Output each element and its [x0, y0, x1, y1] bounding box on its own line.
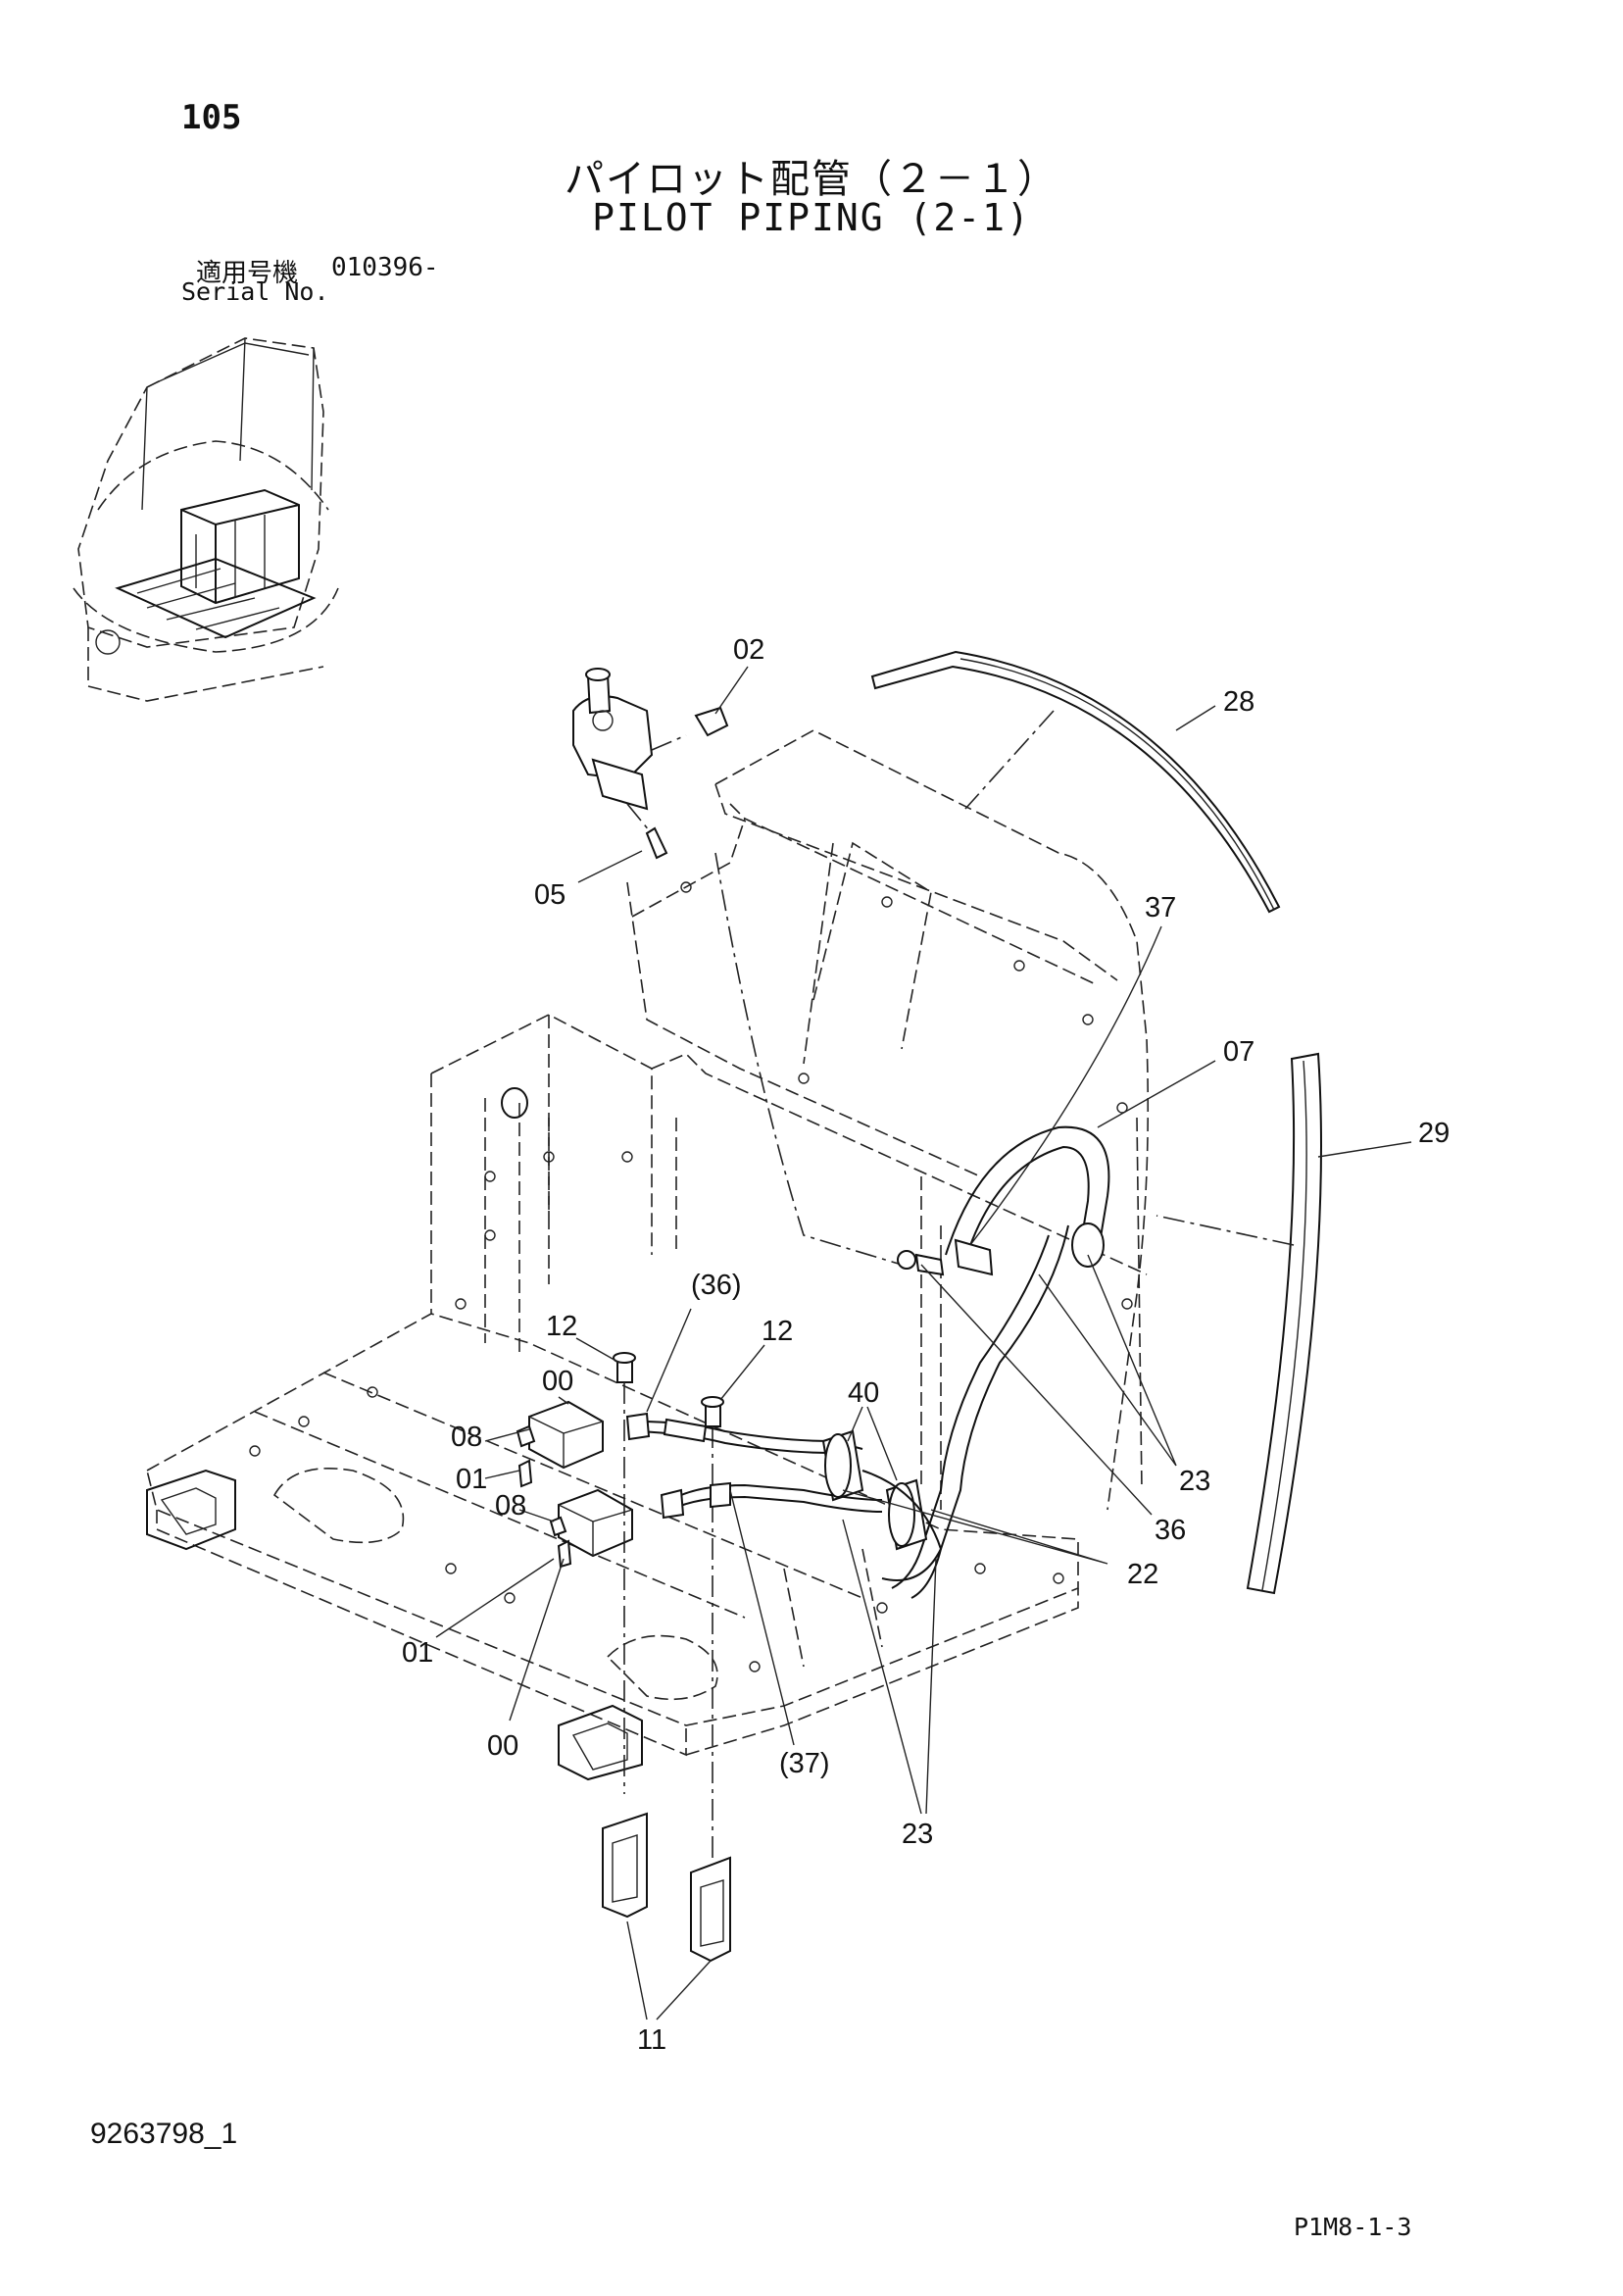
callout-40: 40: [848, 1377, 879, 1409]
main-frame-outline: [146, 729, 1150, 1781]
part-28-seal: [870, 650, 1281, 914]
serial-label-japanese: 適用号機: [196, 259, 299, 288]
callout-08-upper: 08: [451, 1422, 482, 1453]
document-number: 9263798_1: [90, 2118, 238, 2150]
callout-11: 11: [637, 2024, 666, 2056]
pilot-valve-assembly: [572, 668, 903, 1266]
inset-cab-overview: [73, 337, 339, 702]
callout-12-right: 12: [762, 1316, 793, 1347]
callout-23-right: 23: [1179, 1466, 1210, 1497]
callout-12-left: 12: [546, 1311, 577, 1342]
callout-00-lower: 00: [487, 1730, 518, 1762]
callout-01-lower: 01: [402, 1637, 433, 1669]
callout-01-upper: 01: [456, 1464, 487, 1495]
callout-37-ref: (37): [779, 1748, 830, 1779]
part-11-brackets: [602, 1812, 731, 1963]
callout-02: 02: [733, 634, 764, 666]
page-number: 105: [181, 98, 242, 137]
sheet-code: P1M8-1-3: [1294, 2213, 1412, 2241]
title-japanese: パイロット配管（２－１）: [565, 157, 1058, 202]
callout-37: 37: [1145, 892, 1176, 923]
serial-value: 010396-: [331, 253, 439, 282]
callout-labels: 02 28 05 37 07 29 (36) 12 12 00 40 08 01…: [402, 634, 1450, 2056]
callout-36-ref: (36): [691, 1270, 742, 1301]
pressure-switches: [516, 1352, 724, 1863]
callout-22: 22: [1127, 1559, 1158, 1590]
callout-23-bottom: 23: [902, 1819, 933, 1850]
callout-28: 28: [1223, 686, 1254, 718]
callout-29: 29: [1418, 1118, 1450, 1149]
title-english: PILOT PIPING (2-1): [592, 196, 1031, 239]
callout-07: 07: [1223, 1036, 1254, 1068]
callout-00-upper: 00: [542, 1366, 573, 1397]
callout-05: 05: [534, 879, 566, 911]
part-29-seal: [1156, 1052, 1322, 1595]
part-07-hose: [891, 1125, 1110, 1599]
serial-label-english: Serial No.: [181, 277, 329, 306]
pilot-lines: [625, 1412, 943, 1581]
leader-lines: [435, 666, 1412, 2021]
callout-08-lower: 08: [495, 1490, 526, 1522]
callout-36: 36: [1155, 1515, 1186, 1546]
